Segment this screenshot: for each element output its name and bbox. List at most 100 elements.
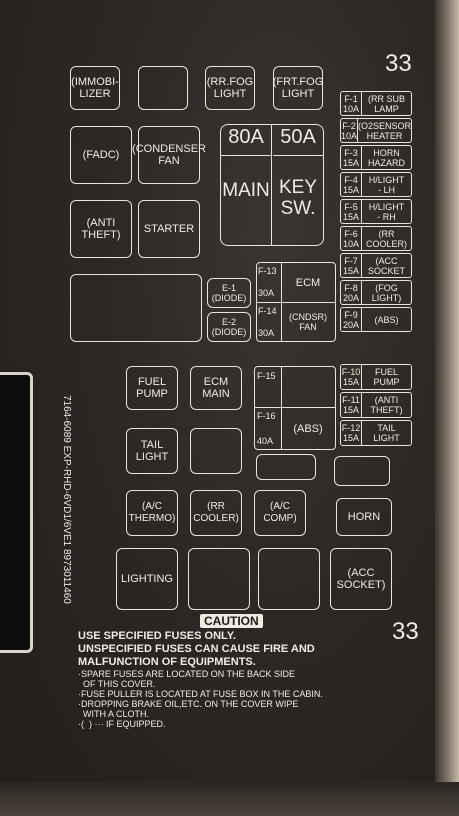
main-fuse-amp: 80A: [228, 126, 264, 148]
relay-fadc: (FADC): [70, 126, 132, 184]
fuse-name: (RR SUB LAMP: [367, 93, 405, 114]
relay-condenser-fan: (CONDENSER FAN: [132, 126, 206, 184]
relay-acc-socket: (ACC SOCKET): [330, 548, 392, 610]
fuse-amp: 10A: [342, 103, 359, 114]
fuse-name: H/LIGHT - LH: [368, 174, 405, 195]
relay-blank-4: [258, 548, 320, 610]
fuse-id: F-1: [344, 93, 358, 104]
fuse-id: F-5: [344, 201, 358, 212]
relay-immobilizer: (IMMOBI- LIZER: [70, 66, 120, 110]
fuse-name: (ABS): [374, 314, 399, 325]
relay-fuel-pump: FUEL PUMP: [126, 366, 178, 410]
caution-note-3: ·DROPPING BRAKE OIL,ETC. ON THE COVER WI…: [78, 699, 299, 709]
fuse-amp: 15A: [342, 157, 359, 168]
relay-starter: STARTER: [138, 200, 200, 258]
caution-line-2: UNSPECIFIED FUSES CAN CAUSE FIRE AND: [78, 643, 315, 655]
fuse-id: F-4: [344, 174, 358, 185]
relay-ac-comp: (A/C COMP): [254, 490, 306, 536]
caution-line-3: MALFUNCTION OF EQUIPMENTS.: [78, 656, 256, 668]
fuse-name: (RR COOLER): [365, 228, 407, 249]
fuse-amp: 10A: [342, 238, 359, 249]
fuse-id: F-12: [341, 423, 361, 433]
fuse-id: F-11: [342, 395, 360, 405]
relay-blank-1: [138, 66, 188, 110]
fuse-amp: 15A: [342, 265, 359, 276]
fuse-id: F-3: [344, 147, 358, 158]
fuse-name: FUEL PUMP: [373, 367, 400, 387]
part-code-text: 7164-6089 EXP-RHD-6VD1/6VE1 8973011460: [61, 395, 72, 604]
page-number-top: 33: [385, 50, 412, 77]
relay-blank-2: [190, 428, 242, 474]
fuse-amp: 10A: [341, 130, 358, 141]
fuse-amp: 15A: [342, 433, 359, 443]
blank-slot-small-1: [256, 454, 316, 480]
fuse-block-f15-f16: F-15 F-16 40A (ABS): [254, 366, 336, 450]
fuse-name: HORN HAZARD: [367, 147, 405, 168]
blank-slot-large: [70, 274, 202, 342]
fuse-amp: 15A: [342, 184, 359, 195]
fuse-f14-name: (CNDSR) FAN: [289, 312, 327, 332]
relay-rr-cooler: (RR COOLER): [190, 490, 242, 536]
fuse-f13: F-13 30A: [257, 263, 282, 303]
relay-anti-theft: (ANTI THEFT): [70, 200, 132, 258]
caution-note-3b: WITH A CLOTH.: [78, 709, 150, 719]
key-sw-fuse-50a: 50A KEY SW.: [273, 125, 323, 245]
fuse-block-f13-f14: F-13 30A ECM F-14 30A (CNDSR) FAN: [256, 262, 336, 342]
fuse-id: F-2: [342, 120, 356, 131]
fuse-id: F-7: [344, 255, 358, 266]
key-sw-fuse-label: KEY SW.: [278, 177, 318, 219]
fuse-name: TAIL LIGHT: [373, 423, 400, 443]
cover-edge-bottom: [0, 782, 459, 816]
page-number-bottom: 33: [392, 618, 419, 645]
fuse-amp: 15A: [342, 377, 359, 387]
fuse-name: H/LIGHT - RH: [368, 201, 405, 222]
relay-tail-light: TAIL LIGHT: [126, 428, 178, 474]
caution-note-2: ·FUSE PULLER IS LOCATED AT FUSE BOX IN T…: [78, 689, 323, 699]
relay-rr-fog-light: (RR.FOG LIGHT: [205, 66, 255, 110]
caution-line-1: USE SPECIFIED FUSES ONLY.: [78, 630, 236, 642]
main-fuse-80a: 80A MAIN: [221, 125, 272, 245]
main-fuse-label: MAIN: [222, 180, 270, 201]
fuse-name: (ACC SOCKET: [367, 255, 405, 276]
caution-note-1: ·SPARE FUSES ARE LOCATED ON THE BACK SID…: [78, 669, 296, 679]
fuse-id: F-10: [341, 367, 361, 377]
relay-ecm-main: ECM MAIN: [190, 366, 242, 410]
relay-horn: HORN: [336, 498, 392, 536]
part-code-vertical: 7164-6089 EXP-RHD-6VD1/6VE1 8973011460: [58, 395, 72, 604]
fuse-id: F-9: [344, 309, 358, 320]
fuse-f16: F-16 40A: [255, 408, 282, 449]
fuse-f15-slot: [281, 367, 335, 408]
fuse-name: (ANTI THEFT): [370, 395, 403, 415]
fuse-name: (O2SENSOR HEATER: [358, 120, 412, 141]
relay-ac-thermo: (A/C THERMO): [126, 490, 178, 536]
blank-slot-small-2: [334, 456, 390, 486]
diode-e1: E-1 (DIODE): [207, 278, 251, 308]
caution-block: CAUTION USE SPECIFIED FUSES ONLY. UNSPEC…: [78, 612, 398, 729]
relay-blank-3: [188, 548, 250, 610]
caution-title: CAUTION: [200, 614, 263, 628]
fuse-f13-name: ECM: [281, 263, 335, 303]
cover-window-cutout: [0, 372, 33, 653]
caution-note-1b: OF THIS COVER.: [78, 679, 156, 689]
caution-note-4: ·( ) ··· IF EQUIPPED.: [78, 719, 166, 729]
